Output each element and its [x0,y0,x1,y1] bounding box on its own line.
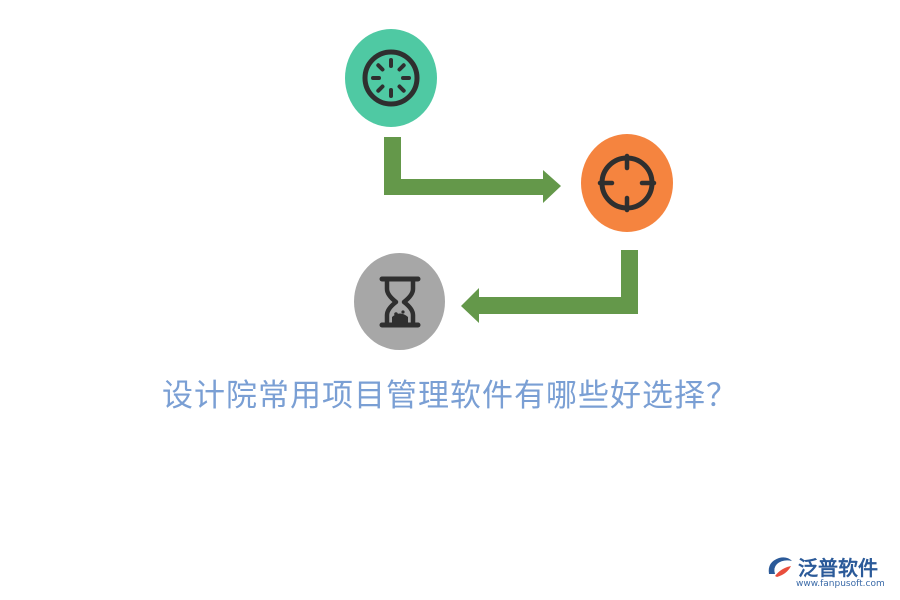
loading-spinner-icon [362,49,420,107]
step-node-target [581,134,673,232]
step-node-loading [345,29,437,127]
brand-url: www.fanpusoft.com [796,579,885,589]
arrow-node1-to-node2 [384,137,561,203]
crosshair-icon [597,153,657,213]
fanpu-logo-icon [768,557,792,577]
page-title: 设计院常用项目管理软件有哪些好选择？ [162,378,738,414]
brand-name: 泛普软件 [798,556,878,580]
brand-logo: 泛普软件 www.fanpusoft.com [765,550,895,596]
hourglass-icon [379,276,420,327]
step-node-hourglass [354,253,445,350]
arrow-node2-to-node3 [461,250,638,323]
